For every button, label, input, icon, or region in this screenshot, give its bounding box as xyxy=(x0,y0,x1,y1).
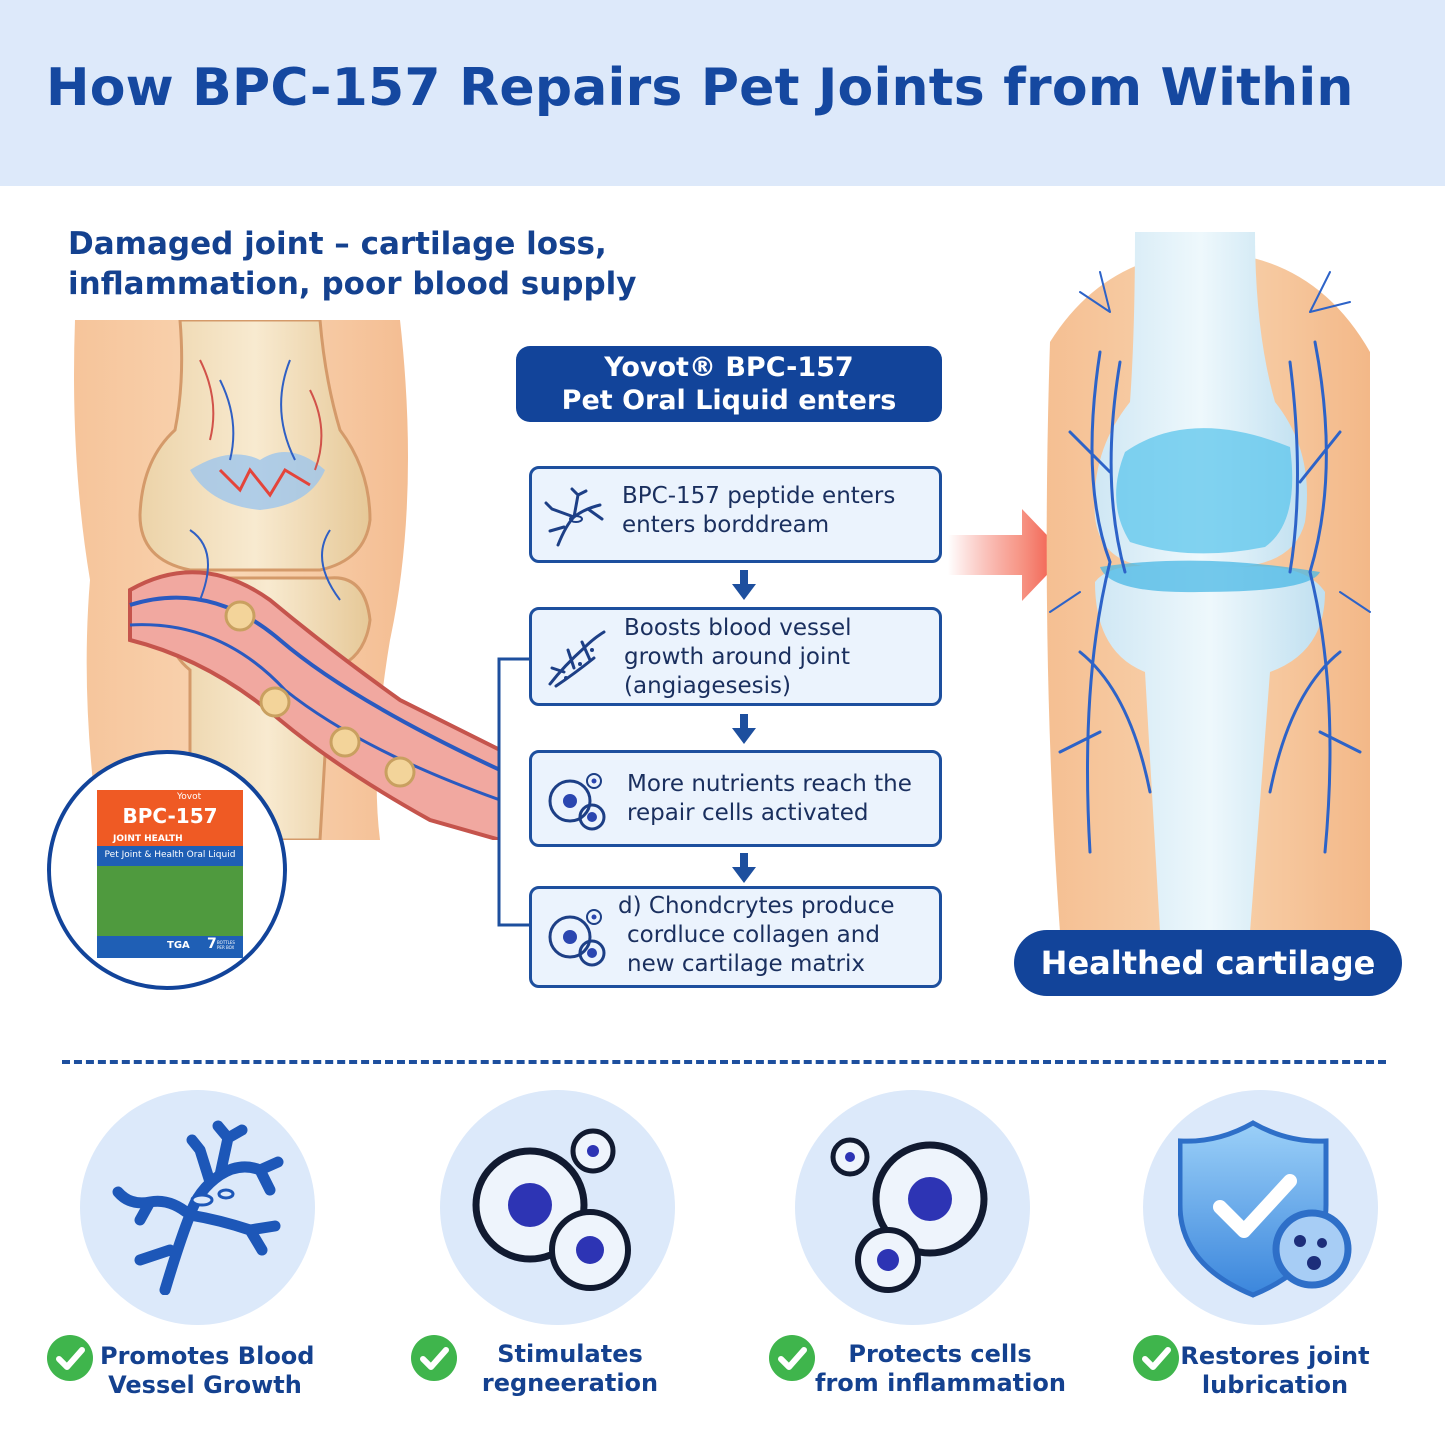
cells-icon xyxy=(830,1137,988,1293)
step-4-text: d) Chondcrytes produce cordluce collagen… xyxy=(618,892,895,979)
product-cert: TGA xyxy=(167,940,190,951)
step-arrow-1 xyxy=(732,570,756,600)
step-3-line-2: repair cells activated xyxy=(627,800,869,826)
product-line: JOINT HEALTH xyxy=(113,834,183,844)
benefit-1-label: Promotes Blood Vessel Growth xyxy=(100,1342,315,1400)
steps-bracket xyxy=(497,657,530,927)
blood-vessel-icon xyxy=(544,487,604,547)
damaged-caption-line-2: inflammation, poor blood supply xyxy=(68,266,637,302)
step-4-line-2: cordluce collagen and xyxy=(627,922,880,948)
damaged-caption-line-1: Damaged joint – cartilage loss, xyxy=(68,226,607,262)
blood-vessel-icon xyxy=(112,1120,284,1295)
step-1-text: BPC-157 peptide enters enters borddream xyxy=(622,482,895,540)
product-brand: Yovot xyxy=(177,792,202,802)
checkmark-icon xyxy=(769,1335,815,1381)
benefit-4-line-2: lubrication xyxy=(1201,1371,1349,1399)
step-1-line-2: enters borddream xyxy=(622,512,830,538)
enters-line-1: Yovot® BPC-157 xyxy=(604,352,854,383)
cells-icon xyxy=(472,1128,631,1291)
step-arrow-2 xyxy=(732,714,756,744)
step-2-line-1: Boosts blood vessel xyxy=(624,615,852,641)
checkmark-icon xyxy=(47,1335,93,1381)
checkmark-icon xyxy=(1133,1335,1179,1381)
step-3-line-1: More nutrients reach the xyxy=(627,771,912,797)
benefit-2-line-1: Stimulates xyxy=(497,1340,643,1368)
benefit-3-line-1: Protects cells xyxy=(848,1340,1032,1368)
step-2-line-2: growth around joint xyxy=(624,644,850,670)
step-1-box: BPC-157 peptide enters enters borddream xyxy=(529,466,942,563)
step-2-line-3: (angiagesesis) xyxy=(624,673,791,699)
step-1-line-1: BPC-157 peptide enters xyxy=(622,483,896,509)
shield-check-icon xyxy=(1178,1120,1352,1298)
benefit-3-circle xyxy=(795,1090,1030,1325)
benefit-1-line-1: Promotes Blood xyxy=(100,1342,315,1370)
product-badge: Yovot BPC-157 JOINT HEALTH Pet Joint & H… xyxy=(47,750,287,990)
step-2-text: Boosts blood vessel growth around joint … xyxy=(624,614,852,701)
benefit-4-circle xyxy=(1143,1090,1378,1325)
benefit-2-line-2: regneeration xyxy=(481,1369,659,1397)
cells-icon xyxy=(548,909,606,967)
enters-line-2: Pet Oral Liquid enters xyxy=(561,385,897,416)
product-count-unit: BOTTLES PER BOX xyxy=(217,940,235,950)
benefit-2-label: Stimulates regneeration xyxy=(460,1340,680,1398)
step-4-line-1: d) Chondcrytes produce xyxy=(618,893,895,919)
damaged-joint-caption: Damaged joint – cartilage loss, inflamma… xyxy=(68,224,637,304)
healed-joint-illustration xyxy=(1046,232,1371,932)
benefit-2-circle xyxy=(440,1090,675,1325)
product-box: Yovot BPC-157 JOINT HEALTH Pet Joint & H… xyxy=(97,790,243,958)
cells-icon xyxy=(548,773,606,831)
oral-liquid-enters-box: Yovot® BPC-157 Pet Oral Liquid enters xyxy=(516,346,942,422)
benefit-3-line-2: from inflammation xyxy=(815,1369,1066,1397)
product-subtitle: Pet Joint & Health Oral Liquid xyxy=(104,850,236,860)
product-name: BPC-157 xyxy=(122,804,218,828)
benefit-4-label: Restores joint lubrication xyxy=(1180,1342,1370,1400)
product-box-top xyxy=(97,790,243,846)
healed-cartilage-label: Healthed cartilage xyxy=(1014,930,1402,996)
checkmark-icon xyxy=(411,1335,457,1381)
section-divider xyxy=(62,1060,1386,1064)
step-3-text: More nutrients reach the repair cells ac… xyxy=(627,770,912,828)
vessel-growth-icon xyxy=(548,630,606,688)
product-count: 7 xyxy=(207,936,217,952)
header-banner xyxy=(0,0,1445,186)
step-4-line-3: new cartilage matrix xyxy=(627,951,865,977)
healing-arrow-icon xyxy=(948,509,1066,601)
page-title: How BPC-157 Repairs Pet Joints from With… xyxy=(46,58,1354,118)
step-4-box: d) Chondcrytes produce cordluce collagen… xyxy=(529,886,942,988)
step-3-box: More nutrients reach the repair cells ac… xyxy=(529,750,942,847)
step-arrow-3 xyxy=(732,853,756,883)
benefit-3-label: Protects cells from inflammation xyxy=(815,1340,1066,1398)
benefit-4-line-1: Restores joint xyxy=(1180,1342,1370,1370)
step-2-box: Boosts blood vessel growth around joint … xyxy=(529,607,942,706)
benefit-1-line-2: Vessel Growth xyxy=(108,1371,302,1399)
product-photo xyxy=(97,866,243,936)
benefit-1-circle xyxy=(80,1090,315,1325)
